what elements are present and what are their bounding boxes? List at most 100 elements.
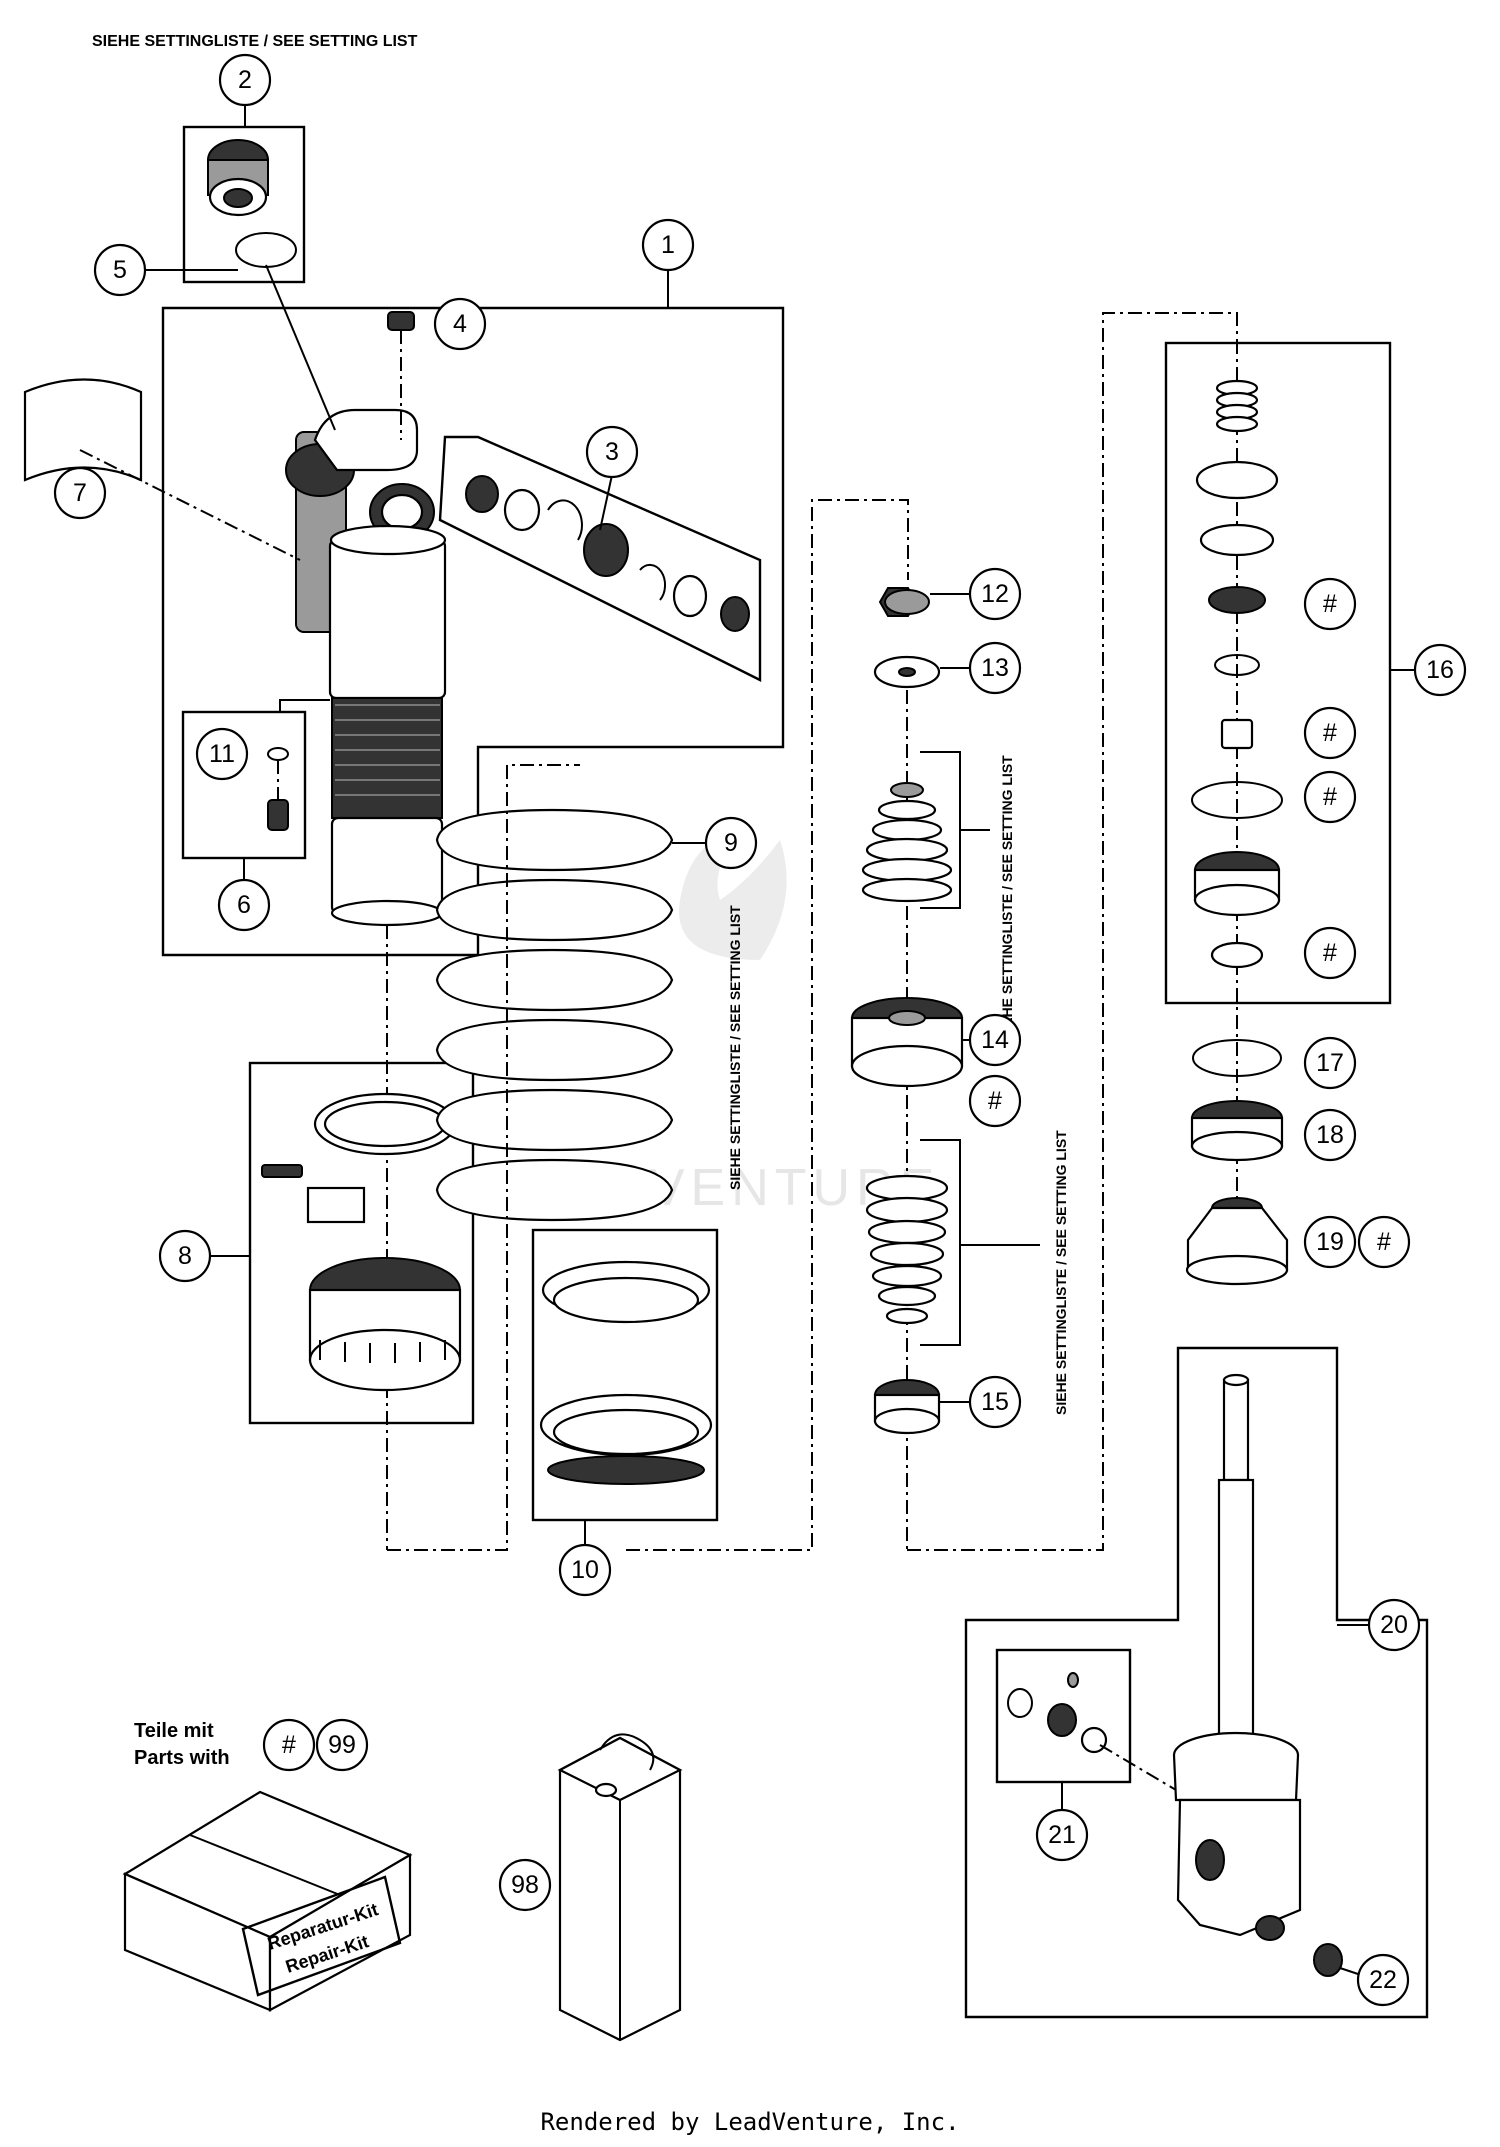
bushing-22-part — [1313, 1943, 1343, 1977]
callout-4-label: 4 — [453, 310, 467, 338]
callout-13-label: 13 — [981, 654, 1009, 682]
sleeve-7-part — [23, 378, 143, 482]
o-ring-a-part — [1214, 654, 1260, 676]
callout-21-label: 21 — [1048, 1821, 1076, 1849]
callout-1-label: 1 — [661, 231, 675, 259]
bolt-4-part — [387, 311, 415, 440]
callout-2[interactable]: 2 — [218, 53, 272, 107]
hash-14[interactable]: # — [968, 1074, 1022, 1128]
group-1-box — [161, 306, 785, 957]
legend-hash-label: # — [282, 1731, 296, 1759]
callout-20[interactable]: 20 — [1367, 1598, 1421, 1652]
hash-16c-label: # — [1323, 783, 1337, 811]
valve-15-part — [873, 1379, 941, 1435]
callout-12[interactable]: 12 — [968, 567, 1022, 621]
seal-b-part — [1210, 941, 1264, 969]
leader-11 — [279, 699, 330, 712]
group-21-box — [995, 1648, 1132, 1784]
spring-small-part — [1215, 379, 1259, 433]
seal-kit-3-part — [438, 435, 762, 682]
legend-hash[interactable]: # — [262, 1718, 316, 1772]
setting-note-lower: SIEHE SETTINGLISTE / SEE SETTING LIST — [1053, 1130, 1069, 1415]
hash-16d[interactable]: # — [1303, 926, 1357, 980]
callout-17[interactable]: 17 — [1303, 1036, 1357, 1090]
washer-11-part — [267, 747, 289, 761]
bushing-part — [1220, 718, 1254, 750]
hash-16c[interactable]: # — [1303, 770, 1357, 824]
seal-head-part — [1193, 851, 1281, 917]
callout-11-label: 11 — [209, 740, 235, 768]
callout-17-label: 17 — [1316, 1049, 1344, 1077]
callout-12-label: 12 — [981, 580, 1009, 608]
callout-1[interactable]: 1 — [641, 218, 695, 272]
callout-6[interactable]: 6 — [217, 878, 271, 932]
hash-19-label: # — [1377, 1228, 1391, 1256]
callout-14[interactable]: 14 — [968, 1013, 1022, 1067]
bracket-lower — [920, 1139, 1040, 1346]
callout-10[interactable]: 10 — [558, 1543, 612, 1597]
retainer-part — [1195, 460, 1279, 500]
callout-9[interactable]: 9 — [704, 816, 758, 870]
callout-19[interactable]: 19 — [1303, 1215, 1357, 1269]
dashed-link-center — [626, 499, 909, 1551]
callout-98[interactable]: 98 — [498, 1858, 552, 1912]
callout-98-label: 98 — [511, 1871, 539, 1899]
callout-5[interactable]: 5 — [93, 243, 147, 297]
callout-13[interactable]: 13 — [968, 641, 1022, 695]
callout-3[interactable]: 3 — [585, 425, 639, 479]
callout-20-label: 20 — [1380, 1611, 1408, 1639]
callout-14-label: 14 — [981, 1026, 1009, 1054]
bump-stop-19-part — [1185, 1197, 1289, 1286]
callout-6-label: 6 — [237, 891, 251, 919]
clevis-part — [1172, 1731, 1302, 1941]
callout-99-label: 99 — [328, 1731, 356, 1759]
hash-16a[interactable]: # — [1303, 577, 1357, 631]
callout-4[interactable]: 4 — [433, 297, 487, 351]
callout-7-label: 7 — [73, 479, 87, 507]
hash-14-label: # — [988, 1087, 1002, 1115]
seal-a-part — [1208, 586, 1266, 614]
group-8-box — [248, 1061, 475, 1425]
dashed-link-main — [387, 764, 580, 1551]
o-ring-5-part — [235, 232, 297, 268]
o-ring-b-part — [1191, 781, 1283, 819]
hash-16d-label: # — [1323, 939, 1337, 967]
callout-10-label: 10 — [571, 1556, 599, 1584]
leader-5-body — [265, 264, 336, 431]
group-10-box — [531, 1228, 719, 1522]
callout-5-label: 5 — [113, 256, 127, 284]
hash-16b-label: # — [1323, 719, 1337, 747]
callout-16[interactable]: 16 — [1413, 643, 1467, 697]
hash-19[interactable]: # — [1357, 1215, 1411, 1269]
group-16-box — [1164, 341, 1392, 1005]
shim-stack-lower-part — [865, 1174, 949, 1325]
hash-16a-label: # — [1323, 590, 1337, 618]
callout-99[interactable]: 99 — [315, 1718, 369, 1772]
washer-a-part — [1199, 523, 1275, 557]
shock-body-part — [285, 408, 447, 927]
setting-note-header: SIEHE SETTINGLISTE / SEE SETTING LIST — [92, 33, 418, 50]
callout-18[interactable]: 18 — [1303, 1108, 1357, 1162]
bracket-upper — [920, 751, 990, 909]
callout-15-label: 15 — [981, 1388, 1009, 1416]
washer-13-hole — [898, 667, 916, 677]
clamp-ring-part — [261, 1092, 457, 1224]
leader-7 — [79, 449, 301, 561]
repair-kit-box: Reparatur-Kit Repair-Kit — [122, 1790, 413, 2012]
callout-11[interactable]: 11 — [195, 727, 249, 781]
callout-18-label: 18 — [1316, 1121, 1344, 1149]
callout-8[interactable]: 8 — [158, 1229, 212, 1283]
callout-22-label: 22 — [1369, 1966, 1397, 1994]
footer-credit: Rendered by LeadVenture, Inc. — [540, 2108, 960, 2136]
callout-9-label: 9 — [724, 829, 738, 857]
callout-21[interactable]: 21 — [1035, 1808, 1089, 1862]
callout-7[interactable]: 7 — [53, 466, 107, 520]
callout-15[interactable]: 15 — [968, 1375, 1022, 1429]
leader-3 — [599, 474, 613, 531]
setting-note-spring: SIEHE SETTINGLISTE / SEE SETTING LIST — [727, 905, 743, 1190]
oil-can — [557, 1733, 683, 2042]
hash-16b[interactable]: # — [1303, 706, 1357, 760]
callout-22[interactable]: 22 — [1356, 1953, 1410, 2007]
spring-9-part — [435, 808, 674, 1222]
